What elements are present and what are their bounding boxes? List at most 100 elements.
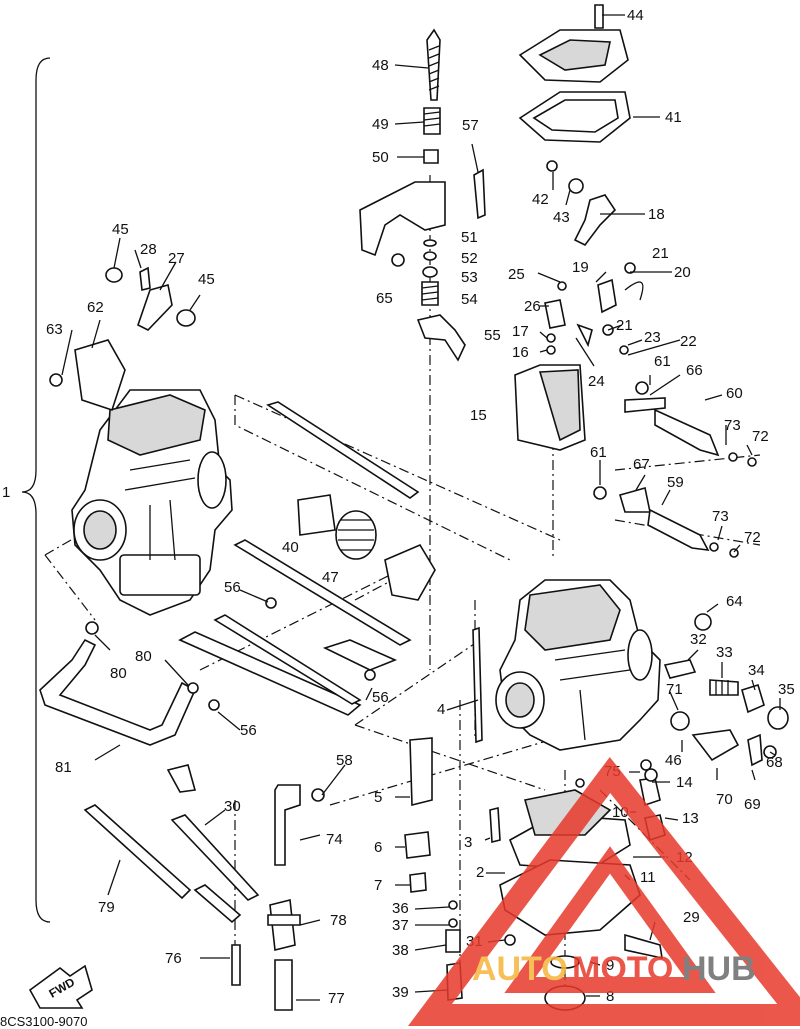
hoses bbox=[39, 621, 325, 1011]
left-carburetor-body bbox=[71, 389, 233, 616]
callout-24: 24 bbox=[588, 373, 605, 390]
callout-48: 48 bbox=[372, 57, 389, 74]
callout-35: 35 bbox=[778, 681, 795, 698]
callout-3: 3 bbox=[464, 834, 472, 851]
callout-25: 25 bbox=[508, 266, 525, 283]
callout-64: 64 bbox=[726, 593, 743, 610]
top-cover-parts bbox=[518, 4, 631, 247]
right-carburetor-body bbox=[495, 579, 661, 751]
callout-7: 7 bbox=[374, 877, 382, 894]
callout-76: 76 bbox=[165, 950, 182, 967]
automotohub-watermark-logo: AUTO MOTO HUB bbox=[408, 756, 800, 1026]
callout-53: 53 bbox=[461, 269, 478, 286]
callout-59: 59 bbox=[667, 474, 684, 491]
callout-39: 39 bbox=[392, 984, 409, 1001]
left-side-parts bbox=[49, 266, 436, 601]
needle-stack bbox=[416, 239, 466, 362]
callout-27: 27 bbox=[168, 250, 185, 267]
callout-14: 14 bbox=[676, 774, 693, 791]
callout-46: 46 bbox=[665, 752, 682, 769]
callout-52: 52 bbox=[461, 250, 478, 267]
callout-51: 51 bbox=[461, 229, 478, 246]
callout-50: 50 bbox=[372, 149, 389, 166]
callout-73: 73 bbox=[724, 417, 741, 434]
callout-13: 13 bbox=[682, 810, 699, 827]
callout-43: 43 bbox=[553, 209, 570, 226]
callout-79: 79 bbox=[98, 899, 115, 916]
callout-73b: 73 bbox=[712, 508, 729, 525]
callout-56b: 56 bbox=[372, 689, 389, 706]
callout-4: 4 bbox=[437, 701, 445, 718]
callout-55: 55 bbox=[484, 327, 501, 344]
callout-15: 15 bbox=[470, 407, 487, 424]
callout-61b: 61 bbox=[590, 444, 607, 461]
callout-77: 77 bbox=[328, 990, 345, 1007]
callout-67: 67 bbox=[633, 456, 650, 473]
callout-74: 74 bbox=[326, 831, 343, 848]
callout-34: 34 bbox=[748, 662, 765, 679]
callout-21b: 21 bbox=[616, 317, 633, 334]
callout-81: 81 bbox=[55, 759, 72, 776]
callout-17: 17 bbox=[512, 323, 529, 340]
callout-5: 5 bbox=[374, 789, 382, 806]
callout-32: 32 bbox=[690, 631, 707, 648]
throttle-shafts bbox=[593, 381, 757, 558]
watermark-text-hub: HUB bbox=[682, 950, 756, 988]
callout-40: 40 bbox=[282, 539, 299, 556]
reference-code: 8CS3100-9070 bbox=[0, 1014, 87, 1029]
callout-33: 33 bbox=[716, 644, 733, 661]
watermark-triangle-inner bbox=[504, 846, 716, 993]
callout-22: 22 bbox=[680, 333, 697, 350]
callout-72: 72 bbox=[752, 428, 769, 445]
callout-65: 65 bbox=[376, 290, 393, 307]
callout-54: 54 bbox=[461, 291, 478, 308]
callout-2: 2 bbox=[476, 864, 484, 881]
callout-21: 21 bbox=[652, 245, 669, 262]
watermark-triangle-outer bbox=[408, 756, 800, 1026]
callout-72b: 72 bbox=[744, 529, 761, 546]
callout-16: 16 bbox=[512, 344, 529, 361]
callout-6: 6 bbox=[374, 839, 382, 856]
callout-49: 49 bbox=[372, 116, 389, 133]
callout-58: 58 bbox=[336, 752, 353, 769]
callout-78: 78 bbox=[330, 912, 347, 929]
callout-56: 56 bbox=[224, 579, 241, 596]
callout-62: 62 bbox=[87, 299, 104, 316]
assembly-bracket: 1 bbox=[2, 57, 51, 923]
callout-70: 70 bbox=[716, 791, 733, 808]
callout-45b: 45 bbox=[198, 271, 215, 288]
callout-8: 8 bbox=[606, 988, 614, 1005]
callout-69: 69 bbox=[744, 796, 761, 813]
callout-23: 23 bbox=[644, 329, 661, 346]
callout-63: 63 bbox=[46, 321, 63, 338]
callout-20: 20 bbox=[674, 264, 691, 281]
callout-37: 37 bbox=[392, 917, 409, 934]
callout-18: 18 bbox=[648, 206, 665, 223]
callout-61: 61 bbox=[654, 353, 671, 370]
callout-38: 38 bbox=[392, 942, 409, 959]
rods-and-plates bbox=[178, 401, 420, 716]
callout-41: 41 bbox=[665, 109, 682, 126]
top-linkage-parts bbox=[359, 28, 486, 267]
leader-lines bbox=[61, 14, 781, 1001]
callout-45: 45 bbox=[112, 221, 129, 238]
callout-44: 44 bbox=[627, 7, 644, 24]
callout-11: 11 bbox=[640, 869, 656, 886]
watermark-text-moto: MOTO bbox=[572, 950, 673, 988]
callout-47: 47 bbox=[322, 569, 339, 586]
callout-9: 9 bbox=[606, 957, 614, 974]
group-label: 1 bbox=[2, 484, 10, 501]
callout-80: 80 bbox=[110, 665, 127, 682]
callout-68: 68 bbox=[766, 754, 783, 771]
callout-28: 28 bbox=[140, 241, 157, 258]
callout-29: 29 bbox=[683, 909, 700, 926]
callout-42: 42 bbox=[532, 191, 549, 208]
callout-60: 60 bbox=[726, 385, 743, 402]
callout-56c: 56 bbox=[240, 722, 257, 739]
callout-80b: 80 bbox=[135, 648, 152, 665]
diaphragm-and-linkage bbox=[514, 262, 644, 451]
fwd-arrow: FWD bbox=[28, 964, 93, 1009]
callout-19: 19 bbox=[572, 259, 589, 276]
callout-66: 66 bbox=[686, 362, 703, 379]
